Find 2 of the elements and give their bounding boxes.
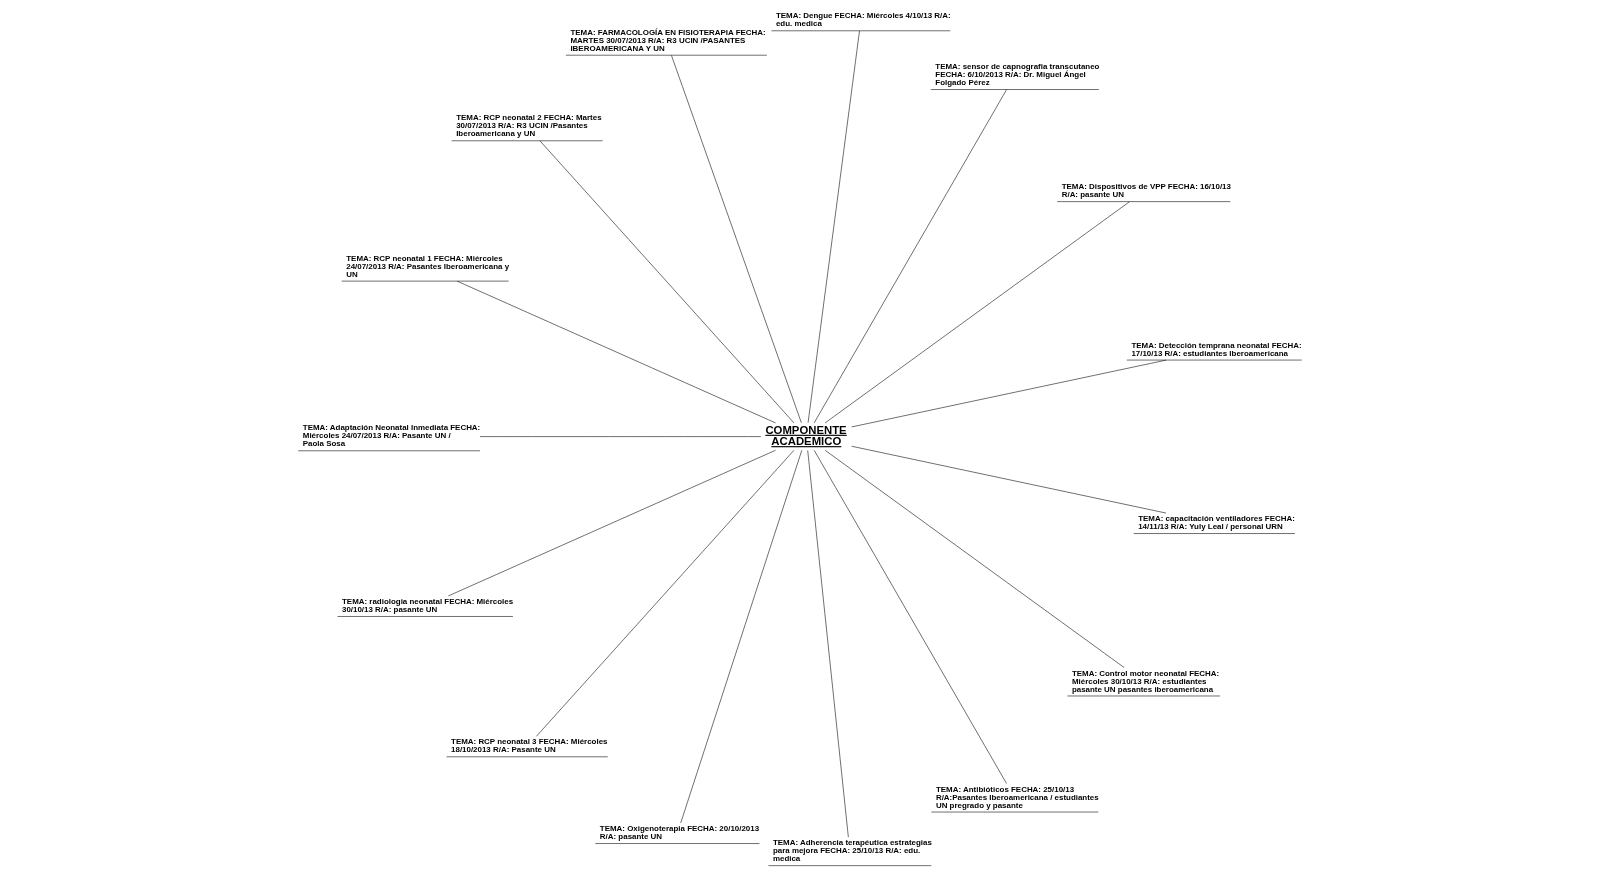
- node-text: COMPONENTE ACADEMICO: [765, 423, 847, 448]
- connector: [851, 359, 1167, 428]
